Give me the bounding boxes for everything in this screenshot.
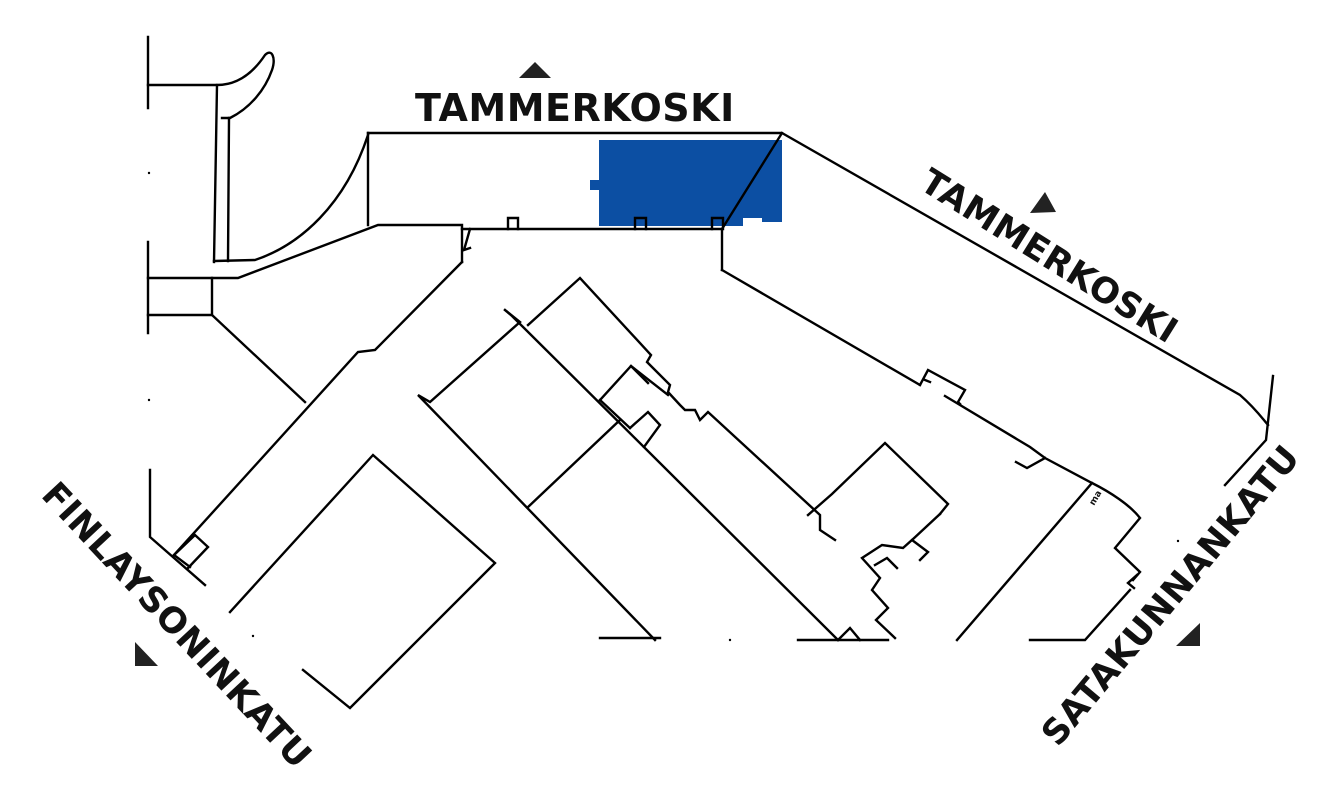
river-label-right: TAMMERKOSKI bbox=[913, 162, 1184, 352]
triangle-up-arrow-icon bbox=[1030, 192, 1056, 213]
highlighted-building[interactable] bbox=[590, 140, 782, 226]
river-label-top: TAMMERKOSKI bbox=[415, 86, 735, 130]
triangle-arrow-icon bbox=[1176, 623, 1200, 646]
street-label-finlaysoninkatu: FINLAYSONINKATU bbox=[33, 475, 318, 777]
building-outlines bbox=[146, 35, 1275, 710]
triangle-arrow-icon bbox=[135, 642, 158, 666]
triangle-up-arrow-icon bbox=[519, 62, 551, 78]
map-dots bbox=[147, 171, 1180, 642]
street-label-satakunnankatu: SATAKUNNANKATU bbox=[1034, 438, 1308, 754]
small-tag-label: ma bbox=[1088, 489, 1104, 507]
